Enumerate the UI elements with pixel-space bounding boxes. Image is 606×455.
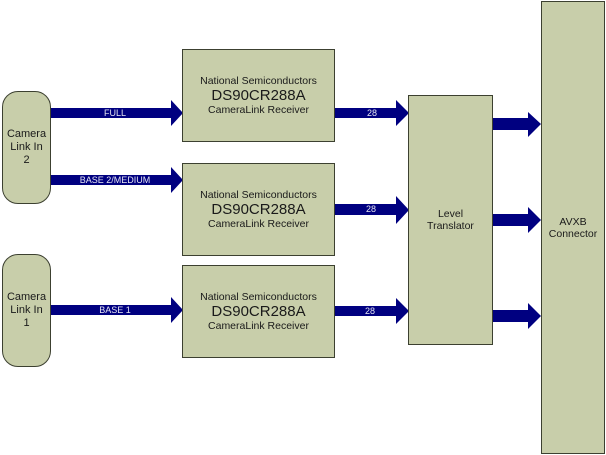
receiver-2-vendor: National Semiconductors — [200, 189, 317, 201]
receiver-1-desc: CameraLink Receiver — [208, 104, 309, 116]
receiver-1-vendor: National Semiconductors — [200, 75, 317, 87]
camera-link-in-1: Camera Link In 1 — [2, 254, 51, 367]
arrow-label-base2-medium: BASE 2/MEDIUM — [79, 175, 151, 185]
arrow-base2-medium — [50, 167, 183, 193]
arrow-label-full: FULL — [103, 108, 126, 118]
avxb-connector-line2: Connector — [548, 227, 598, 240]
camera-link-in-2-line1: Camera — [6, 128, 47, 140]
camera-link-in-2: Camera Link In 2 — [2, 91, 51, 204]
bus-label-2: 28 — [365, 204, 376, 214]
camera-link-in-2-line2: Link In — [10, 141, 43, 153]
arrow-out-3 — [492, 303, 541, 329]
receiver-1: National Semiconductors DS90CR288A Camer… — [182, 49, 335, 142]
level-translator-line2: Translator — [427, 220, 474, 232]
camera-link-in-1-line1: Camera — [6, 291, 47, 303]
receiver-3-vendor: National Semiconductors — [200, 291, 317, 303]
bus-label-3: 28 — [364, 306, 375, 316]
camera-link-in-2-line3: 2 — [23, 154, 30, 166]
receiver-2: National Semiconductors DS90CR288A Camer… — [182, 163, 335, 256]
arrow-bus-1 — [335, 100, 409, 126]
arrow-out-2 — [492, 207, 541, 233]
arrow-label-base1: BASE 1 — [99, 305, 131, 315]
receiver-2-desc: CameraLink Receiver — [208, 218, 309, 230]
arrow-out-1 — [492, 112, 541, 137]
arrow-full — [50, 100, 183, 126]
level-translator: Level Translator — [408, 95, 493, 345]
arrow-bus-3 — [335, 298, 409, 324]
arrow-base1 — [50, 297, 183, 323]
receiver-3-desc: CameraLink Receiver — [208, 320, 309, 332]
receiver-1-part: DS90CR288A — [211, 87, 306, 104]
level-translator-line1: Level — [437, 208, 464, 220]
avxb-connector-line1: AVXB — [559, 215, 587, 228]
receiver-2-part: DS90CR288A — [211, 201, 306, 218]
bus-label-1: 28 — [366, 108, 377, 118]
arrow-bus-2 — [335, 196, 409, 224]
avxb-connector: AVXB Connector — [541, 1, 605, 454]
camera-link-in-1-line2: Link In — [10, 304, 43, 316]
receiver-3-part: DS90CR288A — [211, 303, 306, 320]
receiver-3: National Semiconductors DS90CR288A Camer… — [182, 265, 335, 358]
camera-link-in-1-line3: 1 — [23, 317, 30, 329]
